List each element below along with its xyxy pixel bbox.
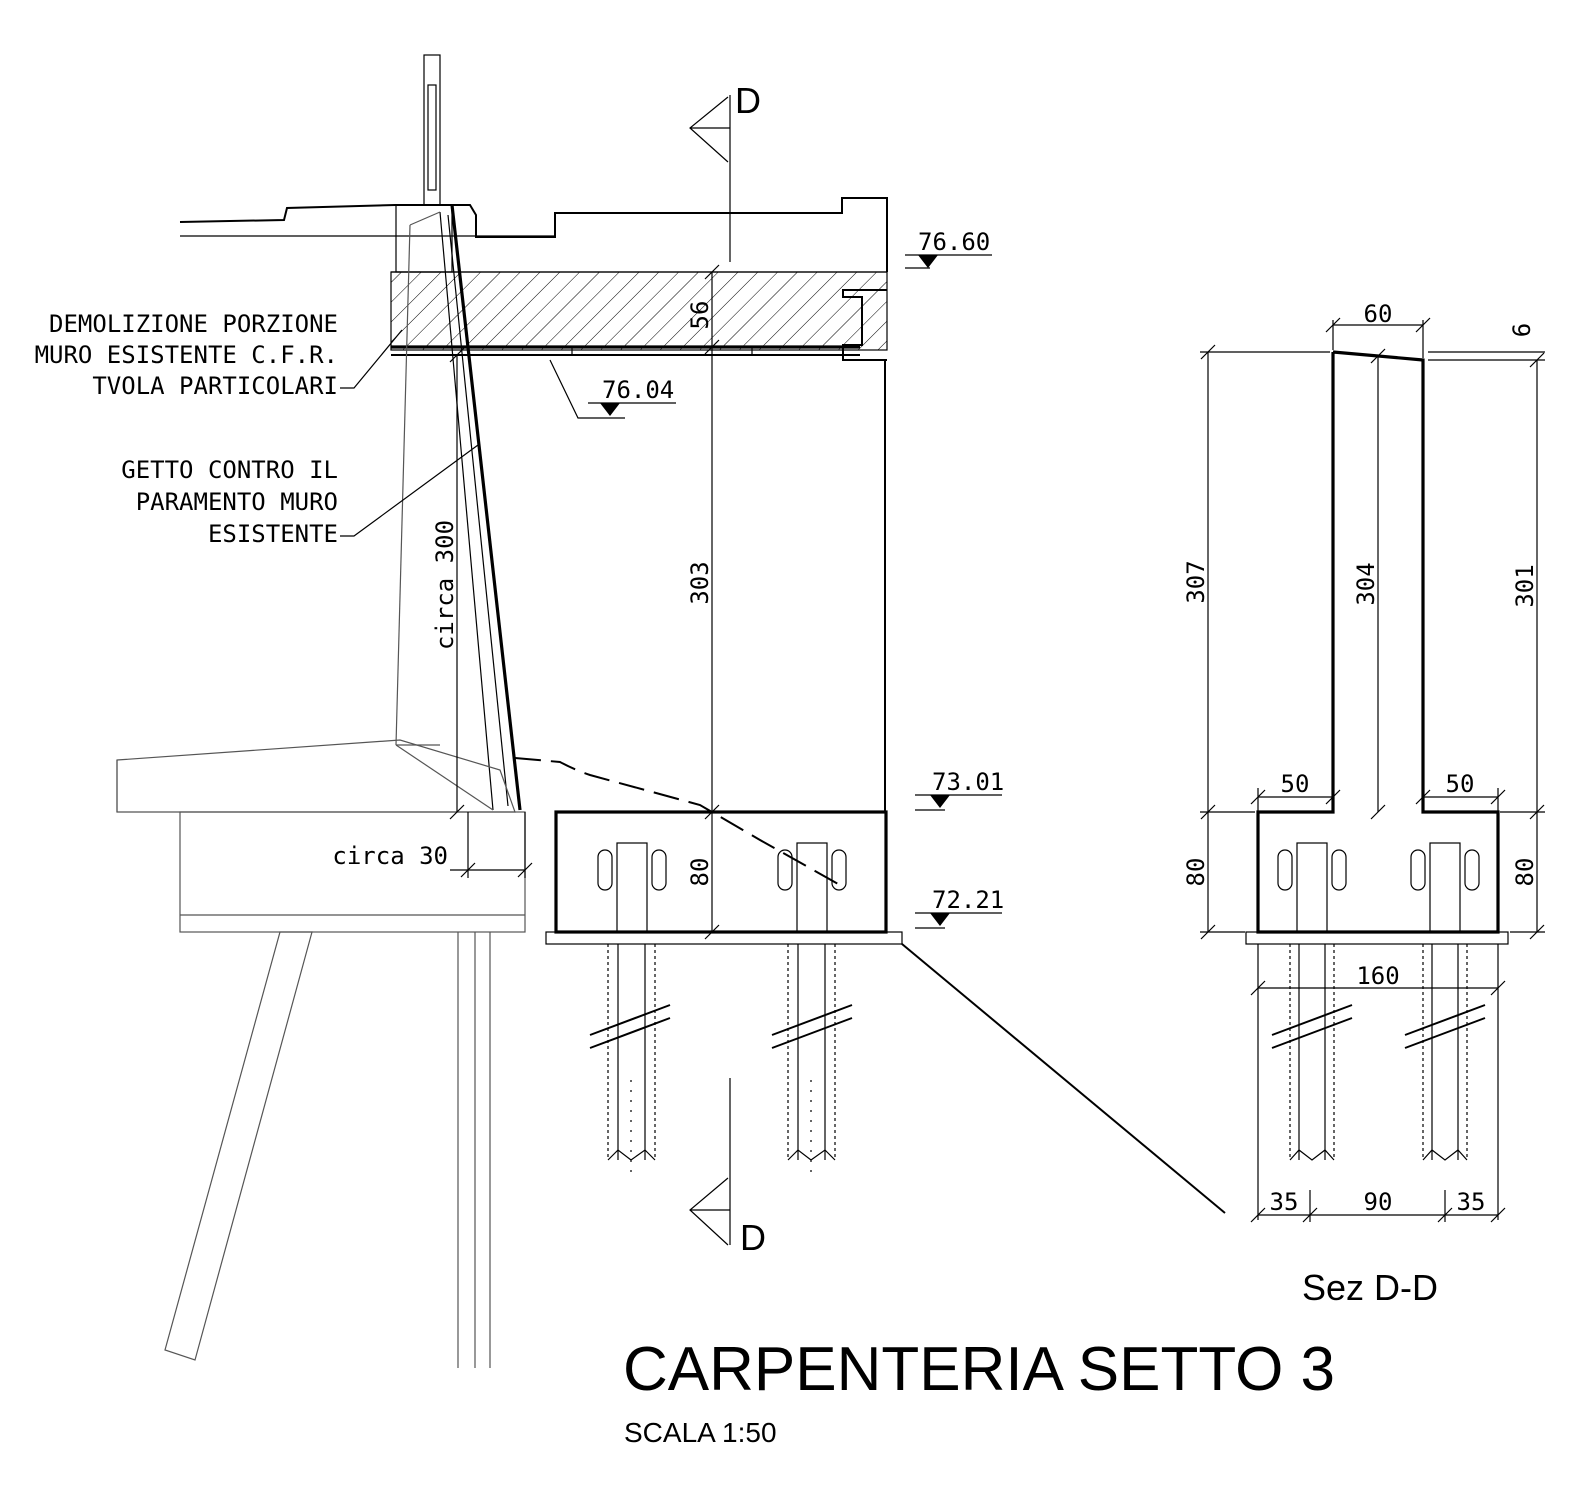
drawing-title: CARPENTERIA SETTO 3 (623, 1335, 1335, 1404)
top-slab (390, 271, 888, 361)
svg-text:80: 80 (1511, 858, 1539, 887)
section-dim-bottom: 35 90 35 (1250, 1188, 1506, 1223)
svg-text:ESISTENTE: ESISTENTE (208, 520, 338, 548)
svg-text:73.01: 73.01 (932, 768, 1004, 796)
dim-wall: 303 (686, 561, 714, 604)
section-dim-heights: 307 80 304 301 80 (1182, 344, 1545, 940)
svg-text:60: 60 (1364, 300, 1393, 328)
micropile-left (589, 944, 671, 1180)
svg-text:GETTO CONTRO IL: GETTO CONTRO IL (121, 456, 338, 484)
embankment (116, 739, 526, 1368)
section-dim-ledges: 50 50 (1250, 770, 1506, 812)
svg-text:90: 90 (1364, 1188, 1393, 1216)
drawing-scale: SCALA 1:50 (624, 1417, 777, 1448)
dim-circa-width: circa 30 (332, 812, 533, 878)
dim-slab: 56 (686, 301, 714, 330)
dim-circa-height: circa 300 (431, 347, 465, 820)
svg-text:circa 300: circa 300 (431, 520, 459, 650)
section-mark-top: D (735, 80, 761, 121)
section-pile-right (1404, 944, 1486, 1161)
svg-text:50: 50 (1281, 770, 1310, 798)
section-d-d: 60 6 307 80 304 301 (1182, 300, 1545, 1308)
svg-text:76.60: 76.60 (918, 228, 990, 256)
svg-text:35: 35 (1457, 1188, 1486, 1216)
section-mark-bottom: D (740, 1217, 766, 1258)
section-cut-bottom: D (689, 1078, 766, 1258)
svg-text:301: 301 (1511, 564, 1539, 607)
elevation-73-01: 73.01 (915, 768, 1004, 811)
svg-text:DEMOLIZIONE PORZIONE: DEMOLIZIONE PORZIONE (49, 310, 338, 338)
svg-text:80: 80 (1182, 858, 1210, 887)
dashed-profile (514, 757, 841, 886)
svg-text:307: 307 (1182, 560, 1210, 603)
base-footing (545, 810, 903, 945)
detail-leader (901, 943, 1226, 1214)
railing-post (423, 54, 441, 206)
section-pile-left (1271, 944, 1353, 1161)
existing-wall-slope (395, 204, 522, 811)
note-getto: GETTO CONTRO IL PARAMENTO MURO ESISTENTE (121, 444, 479, 548)
existing-wall-head (395, 204, 453, 273)
svg-text:PARAMENTO MURO: PARAMENTO MURO (136, 488, 338, 516)
svg-text:TVOLA PARTICOLARI: TVOLA PARTICOLARI (92, 372, 338, 400)
main-dim-chain: 56 303 80 (686, 264, 720, 940)
svg-text:50: 50 (1446, 770, 1475, 798)
svg-text:35: 35 (1270, 1188, 1299, 1216)
svg-text:6: 6 (1508, 323, 1536, 337)
elevation-76-60: 76.60 (905, 228, 992, 269)
svg-text:72.21: 72.21 (932, 886, 1004, 914)
section-title: Sez D-D (1302, 1267, 1438, 1308)
section-cut-top: D (689, 80, 761, 262)
svg-text:circa 30: circa 30 (332, 842, 448, 870)
road-surface-line (179, 197, 888, 272)
svg-text:MURO ESISTENTE C.F.R.: MURO ESISTENTE C.F.R. (35, 341, 338, 369)
elevation-76-04: 76.04 (549, 359, 676, 419)
svg-text:76.04: 76.04 (602, 376, 674, 404)
svg-text:160: 160 (1356, 962, 1399, 990)
micropile-right (771, 944, 853, 1180)
section-dim-base-width: 160 (1250, 944, 1506, 1220)
elevation-72-21: 72.21 (915, 886, 1004, 929)
svg-text:304: 304 (1352, 562, 1380, 605)
main-view: D D 56 303 80 circa 300 (35, 54, 1226, 1368)
dim-base: 80 (686, 858, 714, 887)
section-dim-top: 60 6 (1325, 300, 1545, 361)
note-demolizione: DEMOLIZIONE PORZIONE MURO ESISTENTE C.F.… (35, 310, 403, 400)
